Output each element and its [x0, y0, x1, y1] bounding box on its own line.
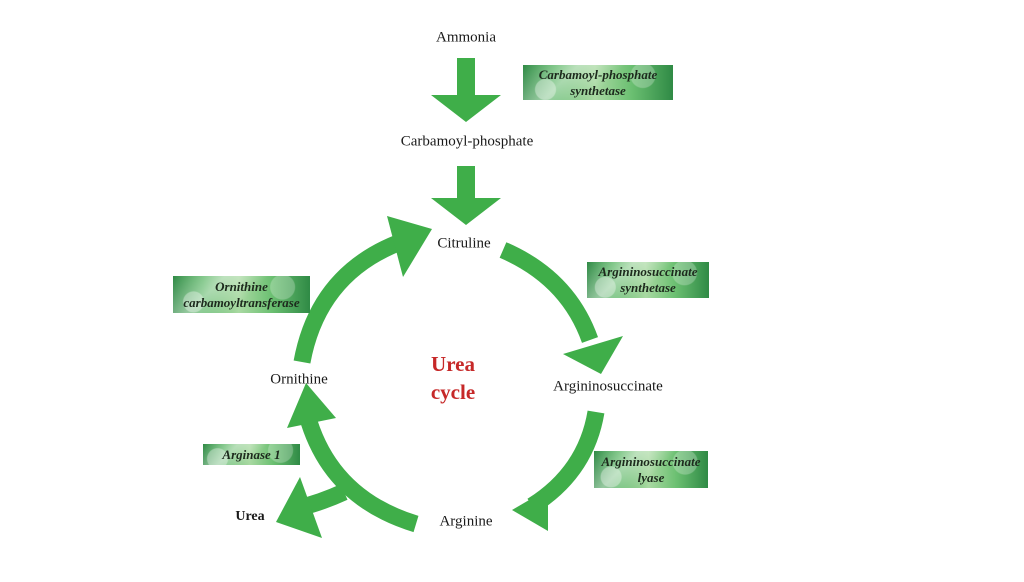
arrow-carbamoyl-to-citruline: [431, 166, 501, 225]
arc-arginine-to-ornithine: [298, 412, 419, 533]
arrowhead-citruline: [387, 216, 432, 277]
arrowhead-argininosuccinate: [563, 336, 623, 374]
arrow-ammonia-to-carbamoyl: [431, 58, 501, 122]
enzyme-label-line1: Argininosuccinate: [601, 453, 701, 469]
node-carbamoyl-phosphate: Carbamoyl-phosphate: [400, 133, 534, 150]
enzyme-argininosuccinate-synthetase: Argininosuccinate synthetase: [587, 262, 709, 298]
arrowhead-arginine: [512, 489, 548, 531]
center-title-line2: cycle: [430, 380, 476, 404]
center-title: Urea cycle: [431, 350, 475, 406]
arrowhead-ornithine: [287, 383, 336, 428]
enzyme-ornithine-carbamoyltransferase: Ornithine carbamoyltransferase: [173, 276, 310, 313]
arrowhead-urea: [276, 477, 322, 538]
node-arginine: Arginine: [439, 513, 493, 530]
arc-ornithine-to-citruline: [293, 235, 402, 364]
arc-argininosuccinate-to-arginine: [527, 410, 605, 514]
arc-citruline-to-argininosuccinate: [499, 242, 599, 343]
enzyme-carbamoyl-phosphate-synthetase: Carbamoyl-phosphate synthetase: [523, 65, 673, 100]
enzyme-label-line1: Arginase 1: [222, 446, 281, 462]
node-urea: Urea: [235, 509, 265, 524]
enzyme-label-line1: Carbamoyl-phosphate: [538, 66, 658, 82]
enzyme-arginase-1: Arginase 1: [203, 444, 300, 465]
enzyme-label-line2: carbamoyltransferase: [183, 294, 300, 310]
node-citruline: Citruline: [437, 235, 491, 252]
enzyme-label-line1: Ornithine: [215, 278, 268, 294]
enzyme-label-line2: synthetase: [570, 82, 626, 98]
enzyme-argininosuccinate-lyase: Argininosuccinate lyase: [594, 451, 708, 488]
node-argininosuccinate: Argininosuccinate: [553, 378, 663, 395]
node-ammonia: Ammonia: [436, 29, 496, 46]
node-ornithine: Ornithine: [270, 371, 328, 388]
enzyme-label-line1: Argininosuccinate: [598, 264, 698, 279]
enzyme-label-line2: synthetase: [620, 280, 676, 295]
enzyme-label-line2: lyase: [637, 469, 665, 485]
center-title-line1: Urea: [431, 352, 475, 376]
